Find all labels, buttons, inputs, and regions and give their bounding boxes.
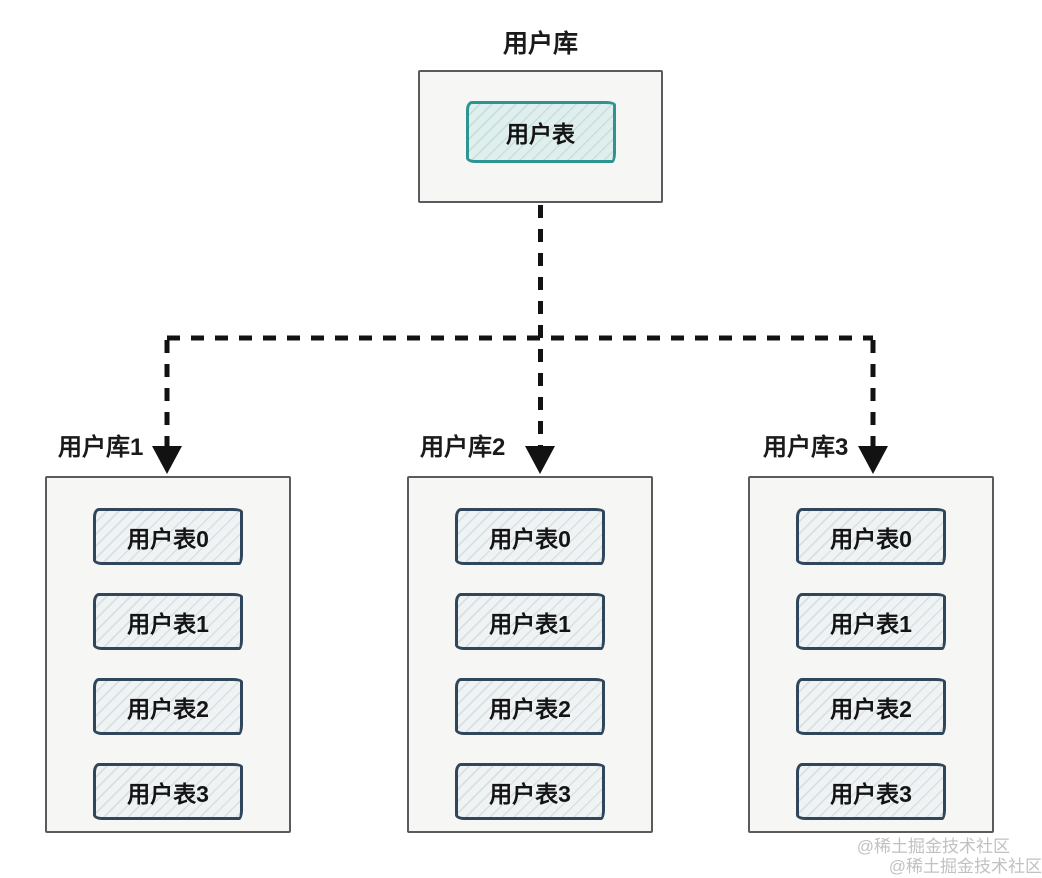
shard-1-title: 用户库1 xyxy=(58,434,144,461)
table-label: 用户表0 xyxy=(830,525,912,552)
table-label: 用户表2 xyxy=(127,695,209,722)
table-label: 用户表1 xyxy=(127,610,209,637)
shard-1-box: 用户表0 用户表1 用户表2 用户表3 xyxy=(45,476,291,833)
table-label: 用户表0 xyxy=(489,525,571,552)
root-table-label: 用户表 xyxy=(506,121,575,147)
root-table-box: 用户表 xyxy=(465,101,616,163)
table-box: 用户表1 xyxy=(796,593,946,650)
watermark-text: @稀土掘金技术社区 xyxy=(888,857,1042,876)
shard-2-box: 用户表0 用户表1 用户表2 用户表3 xyxy=(407,476,653,833)
table-box: 用户表1 xyxy=(93,593,243,650)
watermark-text: @稀土掘金技术社区 xyxy=(856,837,1010,856)
arrow-down-icon xyxy=(858,446,888,474)
table-box: 用户表0 xyxy=(455,508,605,565)
root-db-title: 用户库 xyxy=(502,30,578,58)
root-db-box: 用户表 xyxy=(418,70,663,203)
arrow-down-icon xyxy=(152,446,182,474)
table-box: 用户表3 xyxy=(93,763,243,820)
table-label: 用户表3 xyxy=(489,780,571,807)
table-label: 用户表1 xyxy=(830,610,912,637)
shard-3-title: 用户库3 xyxy=(763,434,849,461)
table-box: 用户表3 xyxy=(455,763,605,820)
table-box: 用户表2 xyxy=(93,678,243,735)
table-label: 用户表3 xyxy=(830,780,912,807)
table-label: 用户表1 xyxy=(489,610,571,637)
table-label: 用户表3 xyxy=(127,780,209,807)
table-box: 用户表1 xyxy=(455,593,605,650)
table-box: 用户表0 xyxy=(93,508,243,565)
table-label: 用户表0 xyxy=(127,525,209,552)
table-box: 用户表2 xyxy=(455,678,605,735)
table-box: 用户表0 xyxy=(796,508,946,565)
arrow-down-icon xyxy=(525,446,555,474)
shard-2-title: 用户库2 xyxy=(420,434,506,461)
table-label: 用户表2 xyxy=(830,695,912,722)
table-label: 用户表2 xyxy=(489,695,571,722)
table-box: 用户表2 xyxy=(796,678,946,735)
shard-3-box: 用户表0 用户表1 用户表2 用户表3 xyxy=(748,476,994,833)
table-box: 用户表3 xyxy=(796,763,946,820)
